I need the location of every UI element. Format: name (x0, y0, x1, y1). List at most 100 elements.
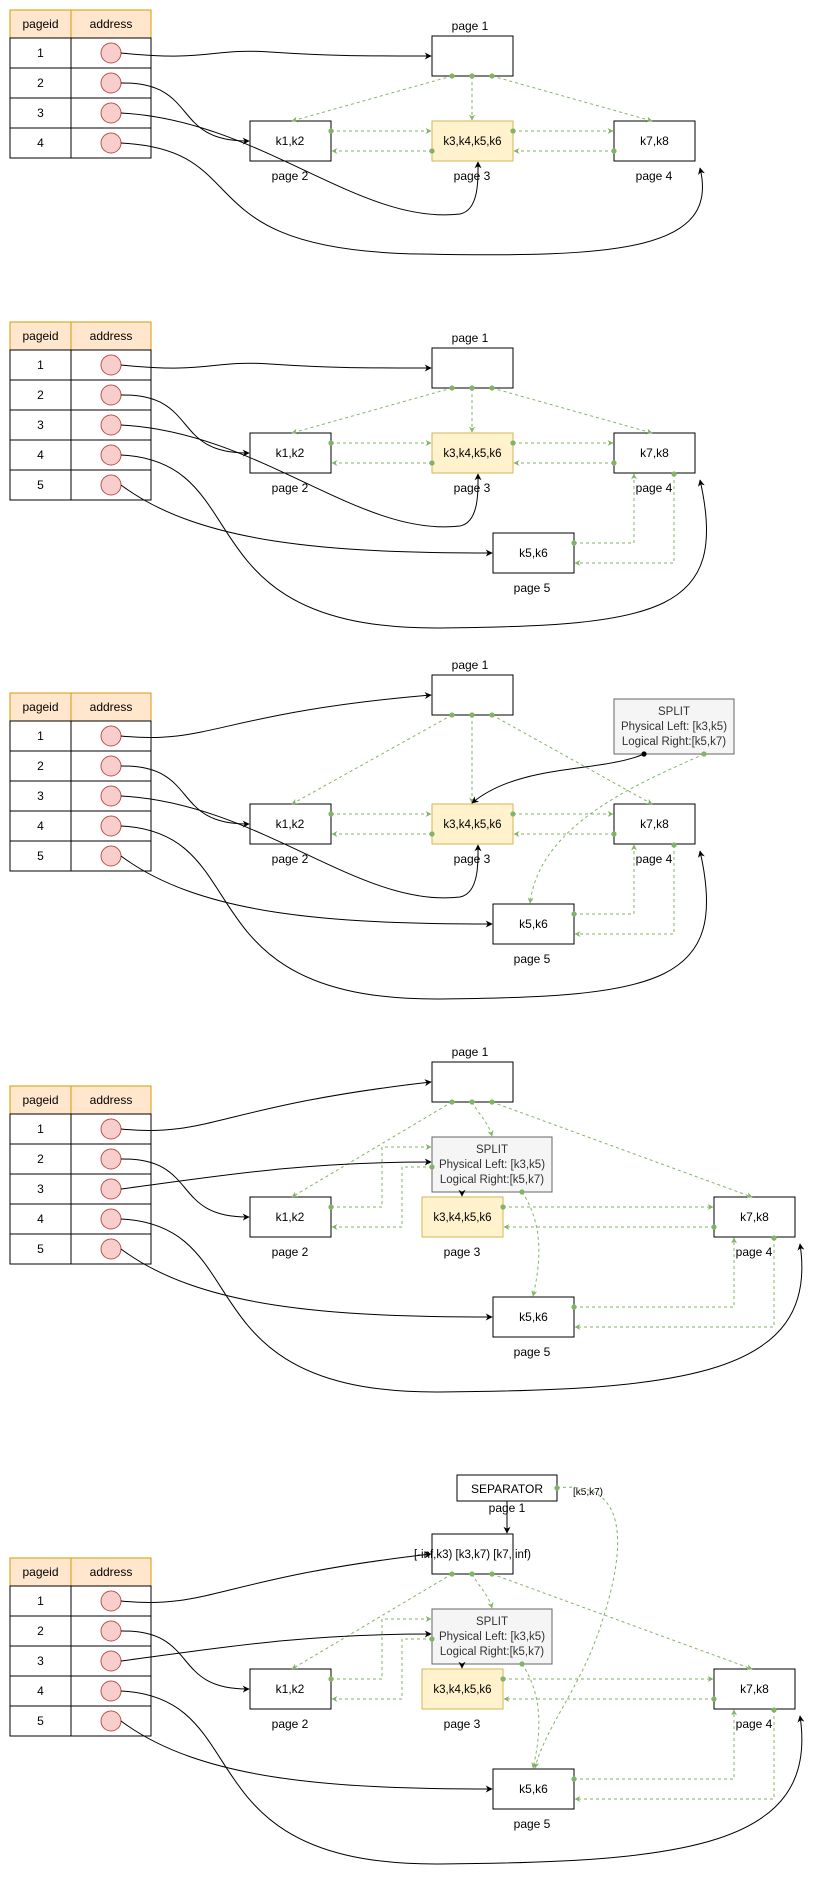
sibling-link (574, 844, 637, 915)
mapping-arrow (120, 454, 708, 629)
mapping-arrow (120, 1248, 493, 1321)
page3-keys: k3,k4,k5,k6 (443, 448, 501, 460)
link-dot (571, 540, 577, 546)
page2-caption: page 2 (272, 852, 309, 866)
table-row: 3 (9, 780, 152, 812)
address-pointer (100, 444, 122, 466)
address-pointer (100, 1118, 122, 1140)
mapping-arrow (120, 855, 493, 928)
table-row: 5 (9, 1705, 152, 1737)
page2-node (249, 803, 332, 845)
table-row: 2 (9, 379, 152, 411)
sibling-link (331, 1166, 432, 1230)
page5-keys: k5,k6 (519, 917, 548, 931)
mapping-arrow (120, 692, 432, 739)
mapping-arrow (120, 1551, 432, 1604)
mapping-arrow (120, 484, 493, 557)
table-row: 1 (9, 37, 152, 69)
page5-keys: k5,k6 (519, 1782, 548, 1796)
split-physical-left: Physical Left: [k3,k5) (439, 1631, 545, 1643)
link-dot (571, 1304, 577, 1310)
mapping-arrow (120, 394, 250, 457)
address-pointer (100, 42, 122, 64)
address-pointer (100, 725, 122, 747)
link-dot (701, 751, 707, 757)
pageid-cell (9, 810, 72, 842)
table-row: 1 (9, 1113, 152, 1145)
mapping-arrow (120, 795, 482, 899)
page2-caption: page 2 (272, 481, 309, 495)
page4-node (613, 120, 696, 162)
child-link (291, 387, 453, 435)
pageid-value: 5 (37, 478, 44, 492)
pageid-value: 5 (37, 849, 44, 863)
page2-caption: page 2 (272, 169, 309, 183)
table-header-cell (9, 9, 72, 39)
page3-caption: page 3 (454, 169, 491, 183)
address-pointer (100, 132, 122, 154)
link-dot (328, 1676, 334, 1682)
link-dot (469, 1571, 475, 1577)
page4-node (713, 1668, 796, 1710)
page2-node (249, 1668, 332, 1710)
split-logical-right: Logical Right:[k5,k7) (622, 736, 726, 748)
table-header-cell (70, 321, 152, 351)
split-left-arrow (471, 753, 645, 804)
table-row: 2 (9, 750, 152, 782)
split-physical-left: Physical Left: [k3,k5) (439, 1159, 545, 1171)
pageid-value: 5 (37, 1242, 44, 1256)
address-pointer (100, 384, 122, 406)
address-pointer (100, 414, 122, 436)
child-link (491, 75, 653, 123)
page5-caption: page 5 (514, 1345, 551, 1359)
split-title: SPLIT (476, 1616, 508, 1628)
pageid-cell (9, 720, 72, 752)
table-header-pageid: pageid (22, 700, 58, 714)
separator-label: SEPARATOR (471, 1482, 543, 1496)
link-dot (510, 440, 516, 446)
address-pointer (100, 1650, 122, 1672)
pageid-cell (9, 409, 72, 441)
page2-keys: k1,k2 (276, 817, 305, 831)
pageid-cell (9, 1705, 72, 1737)
pageid-cell (9, 1143, 72, 1175)
address-pointer (100, 815, 122, 837)
page2-caption: page 2 (272, 1717, 309, 1731)
page2-node (249, 1196, 332, 1238)
page2-keys: k1,k2 (276, 1210, 305, 1224)
pageid-value: 2 (37, 1624, 44, 1638)
table-row: 1 (9, 1585, 152, 1617)
separator-range: [k5,k7) (573, 1487, 603, 1498)
sibling-link (574, 1237, 737, 1308)
link-dot (429, 460, 435, 466)
link-dot (449, 1571, 455, 1577)
child-link (491, 1573, 753, 1670)
child-link (471, 1573, 494, 1609)
pageid-value: 4 (37, 448, 44, 462)
table-row: 1 (9, 720, 152, 752)
pageid-cell (9, 1615, 72, 1647)
page2-node (249, 432, 332, 474)
page2-node (249, 120, 332, 162)
page1-caption: page 1 (452, 658, 489, 672)
table-header-cell (9, 692, 72, 722)
pageid-value: 3 (37, 1182, 44, 1196)
pageid-value: 3 (37, 106, 44, 120)
page1-node (431, 35, 514, 77)
link-dot (328, 811, 334, 817)
link-dot (449, 73, 455, 79)
pageid-value: 4 (37, 1212, 44, 1226)
link-dot (429, 148, 435, 154)
table-row: 4 (9, 1675, 152, 1707)
page1-node (431, 1533, 514, 1575)
page1-caption: page 1 (452, 19, 489, 33)
pageid-value: 2 (37, 76, 44, 90)
child-link (491, 1101, 753, 1198)
child-link (291, 1101, 453, 1198)
child-link (291, 1573, 453, 1670)
link-dot (510, 811, 516, 817)
mapping-arrow (120, 1158, 432, 1190)
address-pointer (100, 354, 122, 376)
address-pointer (100, 72, 122, 94)
pageid-cell (9, 127, 72, 159)
